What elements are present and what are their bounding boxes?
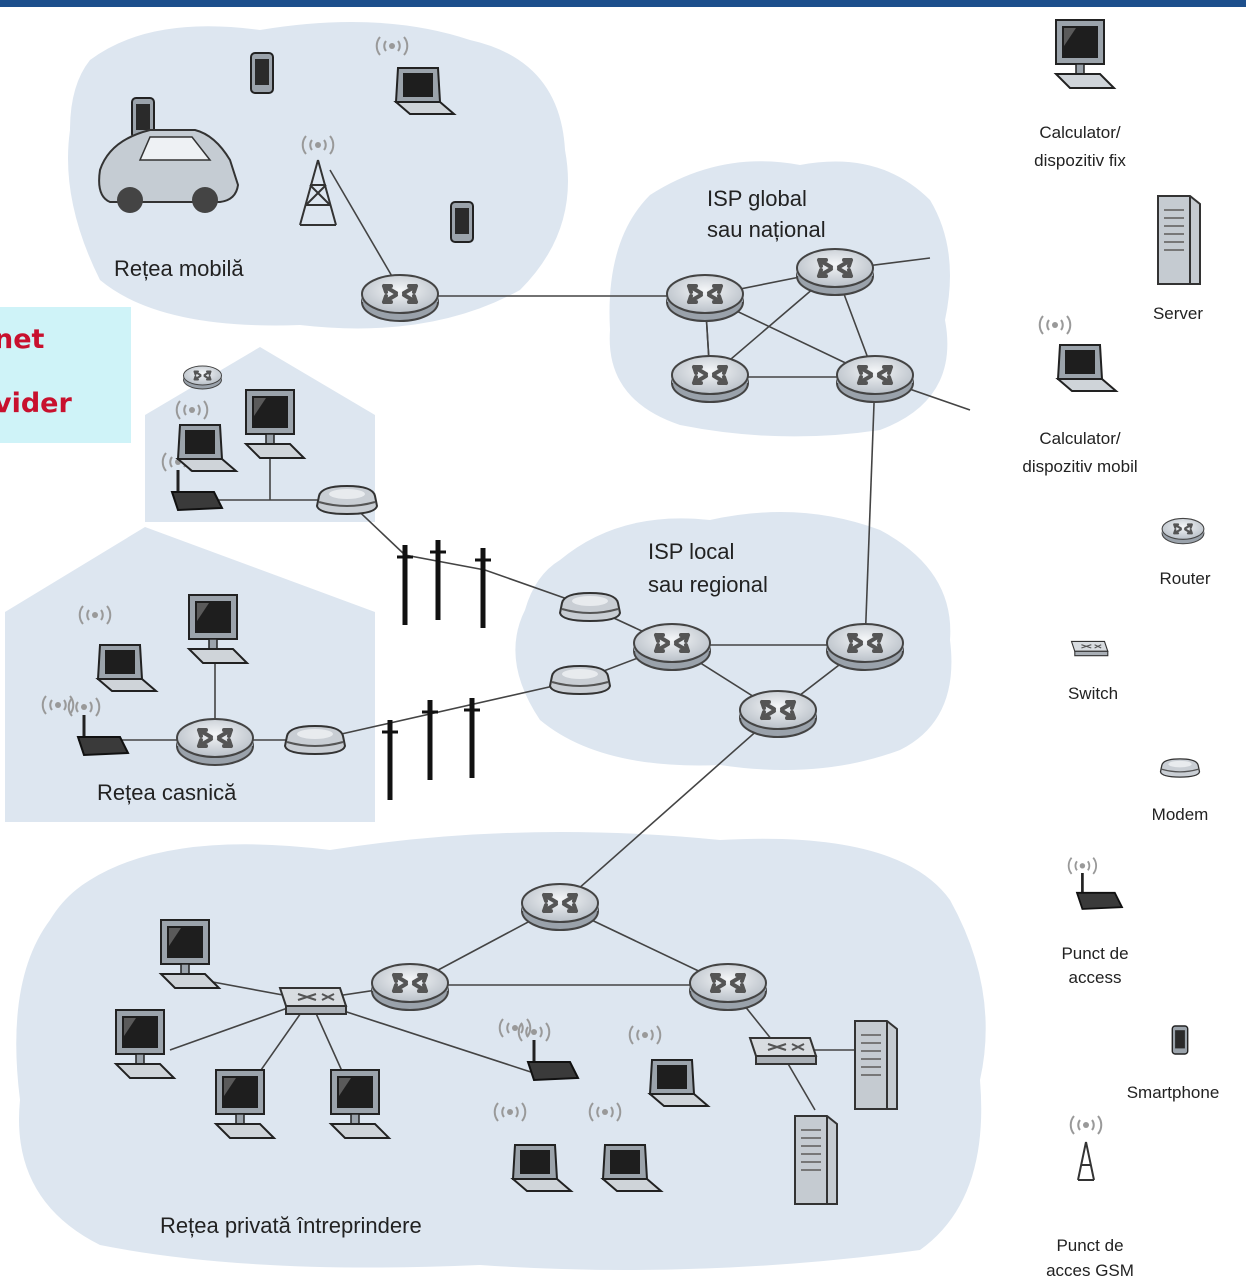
- isp-callout: net vider: [0, 307, 131, 443]
- legend-switch-label: Switch: [1067, 684, 1119, 703]
- global-isp-label-line2: sau național: [707, 217, 826, 242]
- mobile-network-cloud: [68, 22, 568, 329]
- legend-mobile-line1: Calculator/: [1039, 429, 1121, 448]
- home-house-lower: [5, 527, 375, 822]
- legend-ap-line2: access: [1068, 968, 1122, 987]
- legend-server-label: Server: [1152, 304, 1204, 323]
- utility-poles: [382, 540, 491, 800]
- legend-mobile-line2: dispozitiv mobil: [1022, 457, 1138, 476]
- cell-tower-icon: [299, 159, 337, 226]
- legend-fixed-line1: Calculator/: [1039, 123, 1121, 142]
- legend-icons: [1038, 19, 1206, 1181]
- local-isp-label-line2: sau regional: [648, 572, 768, 597]
- home-network-label: Rețea casnică: [97, 780, 237, 805]
- legend-router-label: Router: [1159, 569, 1211, 588]
- mobile-network-label: Rețea mobilă: [114, 256, 244, 281]
- enterprise-network-label: Rețea privată întreprindere: [160, 1213, 422, 1238]
- legend-smartphone-label: Smartphone: [1126, 1083, 1220, 1102]
- legend-gsm-line2: acces GSM: [1046, 1261, 1134, 1280]
- mobile-devices: [98, 36, 474, 243]
- legend-gsm-line1: Punct de: [1056, 1236, 1124, 1255]
- legend-modem-label: Modem: [1151, 805, 1209, 824]
- local-isp-label-line1: ISP local: [648, 539, 735, 564]
- callout-line2: vider: [0, 388, 72, 419]
- legend-gsm-icon: [1077, 1141, 1095, 1181]
- top-bar: [0, 0, 1246, 7]
- legend-fixed-line2: dispozitiv fix: [1034, 151, 1126, 170]
- legend-ap-line1: Punct de: [1061, 944, 1129, 963]
- enterprise-cloud: [16, 832, 986, 1270]
- callout-line1: net: [0, 324, 45, 355]
- local-isp-cloud: [515, 512, 952, 770]
- global-isp-label-line1: ISP global: [707, 186, 807, 211]
- car-icon: [98, 129, 240, 213]
